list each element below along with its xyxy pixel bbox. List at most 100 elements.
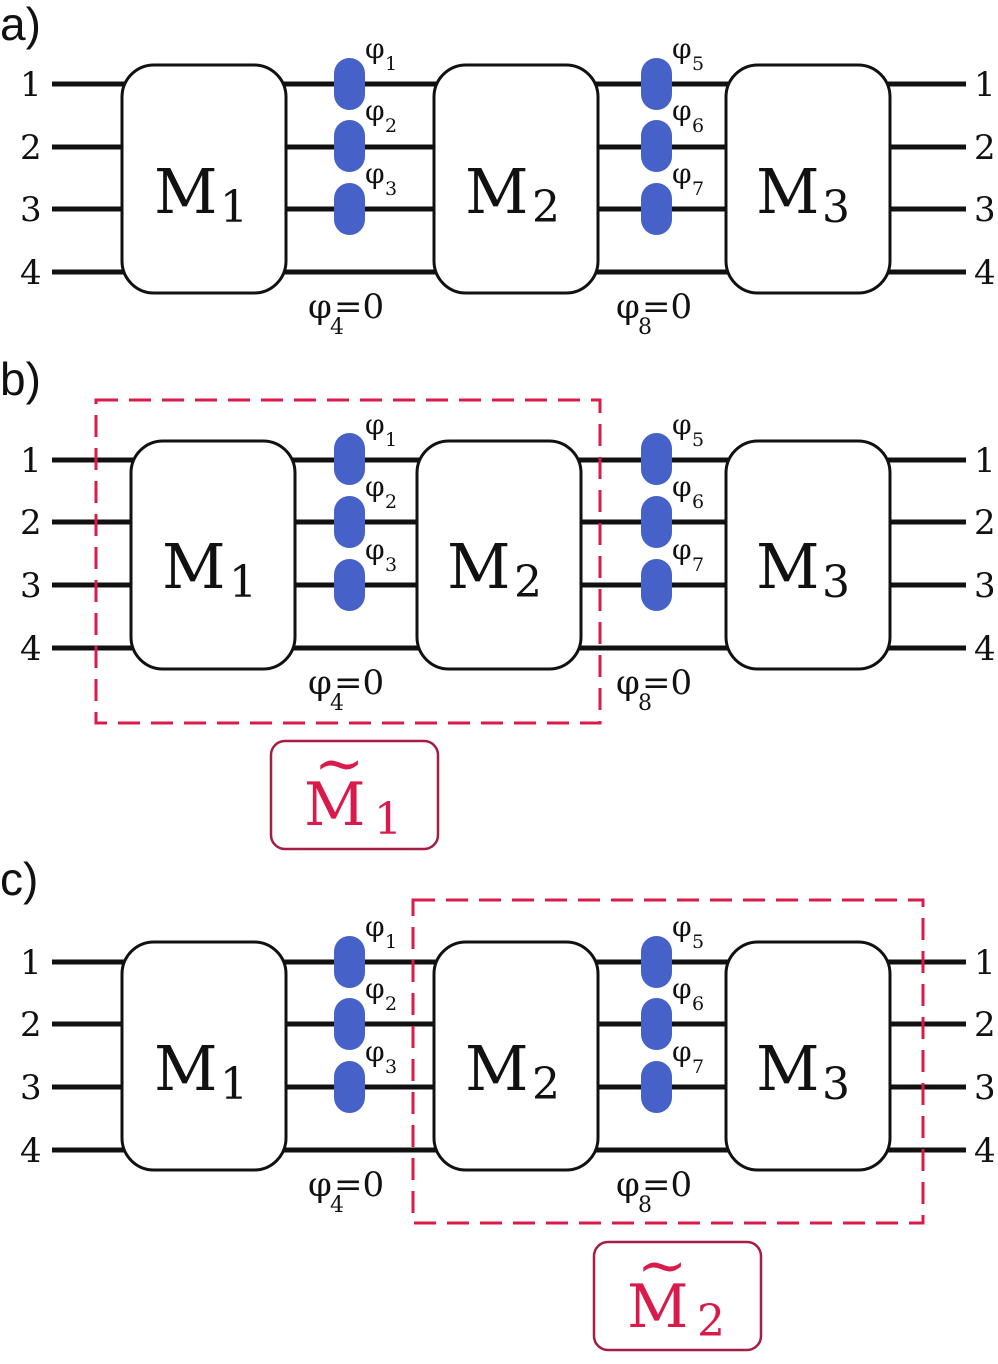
- output-port-labels: 1 2 3 4: [974, 65, 996, 293]
- phase-index: 7: [692, 1056, 704, 1078]
- phase-value: =0: [334, 287, 384, 327]
- phase-index: 6: [692, 491, 704, 513]
- phase-symbol: φ: [672, 910, 692, 943]
- block-letter: M: [756, 155, 819, 228]
- phase-symbol: φ: [365, 972, 385, 1005]
- phase-shifters-stage-1: φ 1 φ 2 φ 3: [334, 408, 397, 611]
- phase-index: 7: [692, 554, 704, 576]
- block-index: 3: [822, 557, 850, 608]
- phase-shifter: [334, 433, 365, 485]
- block-letter: M: [756, 530, 819, 603]
- input-port-label: 2: [20, 503, 42, 543]
- block-letter: M: [162, 530, 225, 603]
- phase-symbol: φ: [672, 470, 692, 503]
- block-letter: M: [465, 155, 528, 228]
- phase-index: 6: [692, 993, 704, 1015]
- output-port-label: 2: [974, 1005, 996, 1045]
- phase-shifters-stage-1: φ 1 φ 2 φ 3: [334, 32, 397, 235]
- input-port-label: 1: [20, 65, 42, 105]
- phase-symbol: φ: [672, 408, 692, 441]
- block-letter: M: [447, 530, 510, 603]
- output-port-label: 4: [974, 629, 996, 669]
- phase-value: =0: [334, 1165, 384, 1205]
- input-port-label: 4: [20, 1131, 42, 1171]
- phase-shifters-stage-2: φ 5 φ 6 φ 7: [641, 910, 704, 1113]
- phase-shifters-stage-2: φ 5 φ 6 φ 7: [641, 408, 704, 611]
- phase-shifter: [334, 998, 365, 1050]
- phase-shifter: [641, 58, 672, 110]
- phase-zero-label-2: φ 8 =0: [616, 287, 692, 340]
- panel-b: b) 1 2 3 4 1 2 3 4 M 1 M 2: [0, 353, 996, 851]
- input-port-label: 3: [20, 190, 42, 230]
- phase-value: =0: [642, 663, 692, 703]
- phase-symbol: φ: [672, 533, 692, 566]
- input-port-labels: 1 2 3 4: [20, 441, 42, 669]
- panel-label: b): [0, 353, 41, 405]
- block-letter: M: [465, 1032, 528, 1105]
- phase-zero-label-2: φ 8 =0: [616, 1165, 692, 1218]
- block-m1: M 1: [120, 940, 288, 1172]
- phase-shifter: [641, 559, 672, 611]
- output-port-label: 4: [974, 1131, 996, 1171]
- phase-shifter: [641, 998, 672, 1050]
- phase-shifter: [334, 936, 365, 988]
- output-port-label: 3: [974, 190, 996, 230]
- input-port-labels: 1 2 3 4: [20, 65, 42, 293]
- group-highlight-box: [411, 898, 925, 1225]
- phase-index: 4: [330, 1193, 344, 1218]
- block-index: 2: [514, 557, 542, 608]
- group-tag: M ~ 2: [592, 1231, 763, 1352]
- input-port-labels: 1 2 3 4: [20, 943, 42, 1171]
- phase-shifter: [334, 1061, 365, 1113]
- group-highlight-box: [94, 398, 602, 725]
- phase-shifter: [641, 936, 672, 988]
- phase-zero-label-1: φ 4 =0: [308, 1165, 384, 1218]
- phase-index: 1: [385, 931, 397, 953]
- panel-label: c): [0, 853, 38, 905]
- phase-index: 3: [385, 1056, 397, 1078]
- block-m3: M 3: [724, 439, 892, 671]
- phase-index: 8: [638, 315, 652, 340]
- phase-symbol: φ: [365, 910, 385, 943]
- phase-symbol: φ: [672, 94, 692, 127]
- phase-index: 2: [385, 993, 397, 1015]
- input-port-label: 3: [20, 1068, 42, 1108]
- phase-symbol: φ: [308, 287, 332, 327]
- phase-symbol: φ: [672, 1035, 692, 1068]
- phase-symbol: φ: [308, 663, 332, 703]
- phase-index: 1: [385, 53, 397, 75]
- input-port-label: 1: [20, 441, 42, 481]
- panel-a: a) 1 2 3 4 1 2 3 4 M 1 M 2: [0, 0, 996, 340]
- phase-symbol: φ: [672, 32, 692, 65]
- group-letter: M: [627, 1272, 688, 1342]
- output-port-label: 2: [974, 503, 996, 543]
- phase-zero-label-2: φ 8 =0: [616, 663, 692, 716]
- block-m3: M 3: [724, 63, 892, 295]
- phase-index: 5: [692, 429, 704, 451]
- phase-shifter: [334, 496, 365, 548]
- output-port-label: 4: [974, 253, 996, 293]
- phase-symbol: φ: [365, 408, 385, 441]
- phase-index: 3: [385, 178, 397, 200]
- phase-index: 8: [638, 691, 652, 716]
- output-port-label: 3: [974, 1068, 996, 1108]
- panel-label: a): [0, 0, 41, 50]
- phase-symbol: φ: [672, 157, 692, 190]
- input-port-label: 4: [20, 629, 42, 669]
- input-port-label: 3: [20, 566, 42, 606]
- phase-shifter: [334, 58, 365, 110]
- block-index: 1: [220, 1059, 248, 1110]
- group-tilde: ~: [637, 1231, 687, 1301]
- phase-index: 7: [692, 178, 704, 200]
- phase-value: =0: [642, 287, 692, 327]
- group-tag: M ~ 1: [269, 729, 440, 851]
- phase-index: 1: [385, 429, 397, 451]
- output-port-labels: 1 2 3 4: [974, 441, 996, 669]
- phase-shifter: [641, 120, 672, 172]
- block-m1: M 1: [129, 439, 297, 671]
- phase-symbol: φ: [365, 94, 385, 127]
- block-index: 2: [532, 1059, 560, 1110]
- output-port-label: 1: [974, 943, 996, 983]
- block-m3: M 3: [724, 940, 892, 1172]
